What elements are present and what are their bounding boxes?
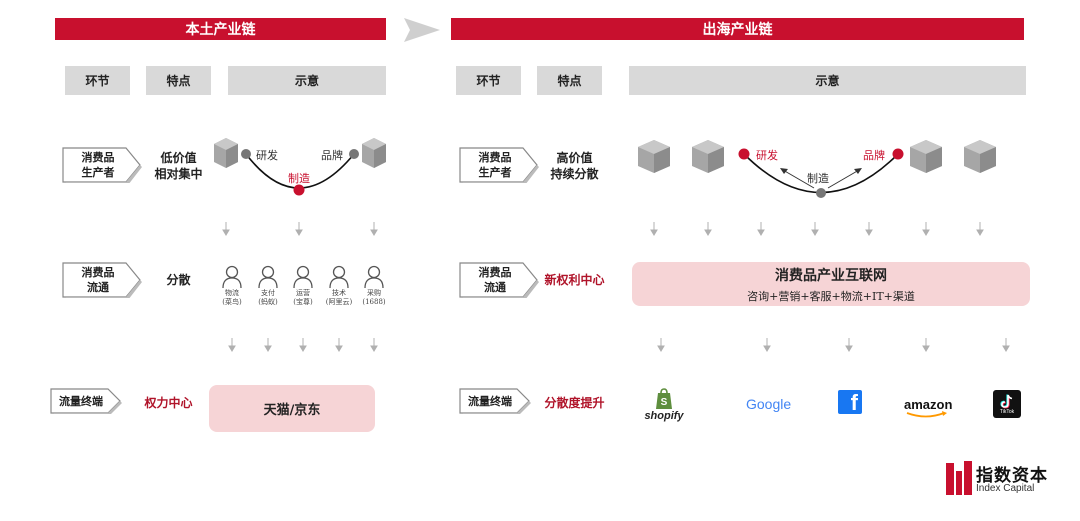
amazon-logo: amazon [904,394,954,419]
right-feature-circulation: 新权利中心 [544,273,605,287]
right-row-terminal-label: 流量终端 [459,388,531,414]
left-row-circulation-label: 消费品流通 [62,262,142,298]
down-arrows-right-2 [657,338,1010,352]
box-icon [638,140,670,173]
label-arrow-shape [459,262,539,298]
right-diagram-rnd: 研发 [756,149,778,162]
left-people-icons [222,265,384,289]
right-row-circulation-label: 消费品流通 [459,262,539,298]
left-header-diagram: 示意 [228,66,386,95]
svg-text:S: S [661,397,668,408]
left-terminal-box: 天猫/京东 [209,385,375,432]
down-arrows-left-2 [228,338,378,352]
node-dot [349,149,359,159]
right-row-producer-label: 消费品生产者 [459,147,539,183]
left-header-stage: 环节 [65,66,130,95]
box-icon [692,140,724,173]
shopify-bag-icon: S [656,388,672,409]
label-arrow-shape [50,388,122,414]
left-row-producer-label: 消费品生产者 [62,147,142,183]
person-label-logistics: 物流(菜鸟) [222,289,242,306]
index-capital-mark-icon [946,461,972,495]
right-title-bar: 出海产业链 [451,18,1024,40]
right-title: 出海产业链 [702,22,773,38]
down-arrows-right-1 [650,222,984,236]
left-title-bar: 本土产业链 [55,18,386,40]
person-icon [293,265,313,289]
left-header-feature: 特点 [146,66,211,95]
facebook-logo: f [838,390,862,414]
label-arrow-shape [459,147,539,183]
right-producer-diagram [638,140,996,198]
node-dot [241,149,251,159]
right-feature-producer: 高价值持续分散 [550,151,599,181]
box-icon [214,138,238,168]
node-dot [293,184,305,196]
box-icon [964,140,996,173]
index-capital-en: Index Capital [976,483,1035,494]
label-arrow-shape [459,388,531,414]
person-label-payment: 支付(蚂蚁) [258,289,278,306]
amazon-smile-icon [906,411,947,418]
right-header-stage: 环节 [456,66,521,95]
left-feature-circulation: 分散 [166,273,191,287]
right-diagram-manufacture: 制造 [807,172,829,185]
shopify-logo: S shopify [643,388,685,422]
tiktok-logo: TikTok [993,390,1021,418]
right-diagram-brand: 品牌 [863,149,885,162]
node-dot [816,188,826,198]
index-capital-cn: 指数资本 [976,466,1048,486]
person-label-tech: 技术(阿里云) [325,289,353,306]
person-icon [364,265,384,289]
person-icon [329,265,349,289]
right-feature-terminal: 分散度提升 [544,396,605,410]
person-label-operation: 运营(宝尊) [293,289,313,306]
left-feature-terminal: 权力中心 [144,396,193,410]
right-header-feature: 特点 [537,66,602,95]
down-arrows-left-1 [222,222,378,236]
right-internet-box: 消费品产业互联网 咨询+营销+客服+物流+IT+渠道 [632,262,1030,306]
internet-box-subtitle: 咨询+营销+客服+物流+IT+渠道 [747,289,915,303]
left-diagram-rnd: 研发 [256,149,278,162]
node-dot [738,148,750,160]
box-icon [910,140,942,173]
person-icon [222,265,242,289]
tiktok-note-icon [1000,394,1013,408]
internet-box-title: 消费品产业互联网 [775,267,887,284]
box-icon [362,138,386,168]
google-logo: Google [746,396,792,412]
index-capital-logo: 指数资本 Index Capital [946,461,1058,497]
right-header-diagram: 示意 [629,66,1026,95]
node-dot [892,148,904,160]
person-label-purchase: 采购(1688) [362,289,386,306]
label-arrow-shape [62,262,142,298]
left-title: 本土产业链 [185,22,256,38]
left-diagram-brand: 品牌 [321,149,343,162]
label-arrow-shape [62,147,142,183]
left-row-terminal-label: 流量终端 [50,388,122,414]
transition-arrow-icon [404,18,440,42]
person-icon [258,265,278,289]
left-feature-producer: 低价值相对集中 [154,151,203,181]
left-diagram-manufacture: 制造 [288,172,310,185]
left-producer-diagram [214,138,386,196]
